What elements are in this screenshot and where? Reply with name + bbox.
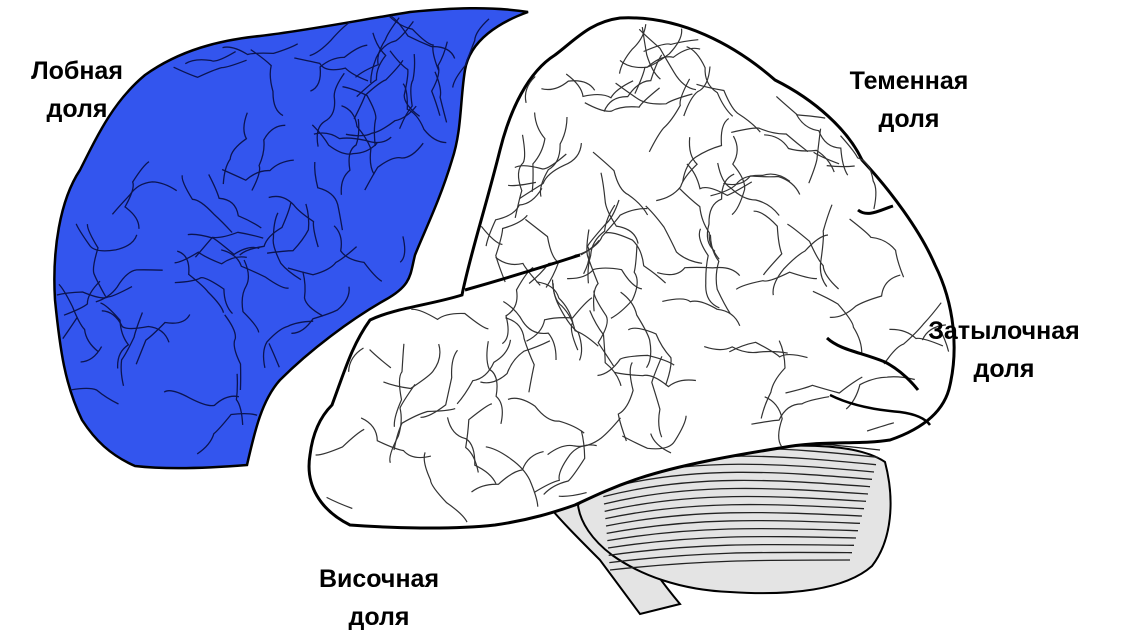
temporal-lobe-label-line2: доля	[296, 598, 462, 636]
occipital-lobe-label-line2: доля	[904, 350, 1104, 388]
frontal-lobe-label-line2: доля	[12, 90, 142, 128]
frontal-lobe-label: Лобная доля	[12, 52, 142, 128]
parietal-lobe-label-line2: доля	[820, 100, 998, 138]
occipital-lobe-label-line1: Затылочная	[904, 312, 1104, 350]
temporal-lobe-label-line1: Височная	[296, 560, 462, 598]
frontal-lobe-label-line1: Лобная	[12, 52, 142, 90]
parietal-lobe-label: Теменная доля	[820, 62, 998, 138]
occipital-lobe-label: Затылочная доля	[904, 312, 1104, 388]
parietal-lobe-label-line1: Теменная	[820, 62, 998, 100]
temporal-lobe-label: Височная доля	[296, 560, 462, 636]
